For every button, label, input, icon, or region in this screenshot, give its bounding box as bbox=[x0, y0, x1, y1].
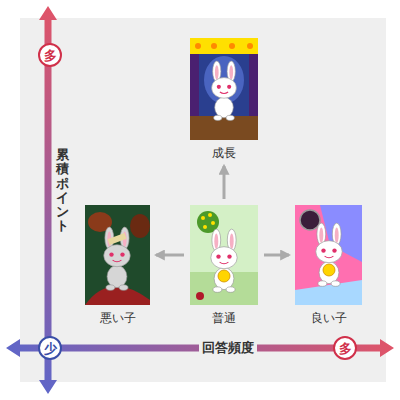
decor-dot bbox=[201, 216, 205, 220]
card-caption: 普通 bbox=[212, 311, 236, 325]
card-ground bbox=[190, 38, 258, 140]
decor-dot bbox=[229, 43, 235, 49]
backdrop bbox=[20, 18, 386, 382]
badge bbox=[218, 270, 230, 282]
bunny bbox=[211, 229, 237, 292]
transition-arrow bbox=[264, 254, 289, 257]
decor-dot bbox=[247, 43, 253, 49]
horizontal-axis-label: 回答頻度 bbox=[199, 340, 257, 356]
axis-end-mark: 多 bbox=[44, 49, 57, 62]
axis-end-mark: 少 bbox=[44, 342, 57, 355]
side-panel bbox=[249, 54, 258, 118]
axis-end-circle: 少 bbox=[38, 336, 62, 360]
axis-end-circle: 多 bbox=[333, 336, 357, 360]
decor-dot bbox=[211, 221, 215, 225]
growth-card-art bbox=[190, 38, 258, 140]
character-card: 良い子 bbox=[295, 205, 362, 325]
stage-floor bbox=[190, 116, 258, 140]
side-panel bbox=[190, 54, 199, 118]
decor-dot bbox=[195, 43, 201, 49]
card-ground bbox=[295, 205, 362, 305]
character-card: 悪い子 bbox=[85, 205, 150, 325]
ball bbox=[196, 292, 204, 300]
transition-arrow bbox=[223, 166, 226, 199]
card-ground bbox=[85, 205, 150, 305]
card-caption: 成長 bbox=[212, 146, 236, 160]
axis-end-mark: 多 bbox=[339, 342, 352, 355]
bunny bbox=[212, 61, 237, 120]
transition-arrow bbox=[156, 254, 184, 257]
decor-ground bbox=[85, 286, 150, 305]
badge bbox=[323, 264, 335, 276]
card-band bbox=[190, 38, 258, 54]
decor-dot bbox=[203, 225, 207, 229]
character-card: 普通 bbox=[190, 205, 258, 325]
bandage bbox=[108, 233, 127, 245]
card-caption: 悪い子 bbox=[100, 311, 136, 325]
bunny bbox=[104, 227, 130, 290]
card-ground bbox=[190, 205, 258, 305]
decor-blob bbox=[130, 214, 150, 238]
decor-dot bbox=[211, 43, 217, 49]
vertical-axis-label: 累積ポイント bbox=[56, 148, 69, 234]
decor-dot bbox=[208, 213, 212, 217]
bunny bbox=[316, 223, 342, 286]
card-caption: 良い子 bbox=[311, 311, 347, 325]
decor-disc bbox=[300, 210, 320, 230]
normal-card-art bbox=[190, 205, 258, 305]
character-card: 成長 bbox=[190, 38, 258, 160]
good-card-art bbox=[295, 205, 362, 305]
axis-end-circle: 多 bbox=[38, 43, 62, 67]
bad-card-art bbox=[85, 205, 150, 305]
